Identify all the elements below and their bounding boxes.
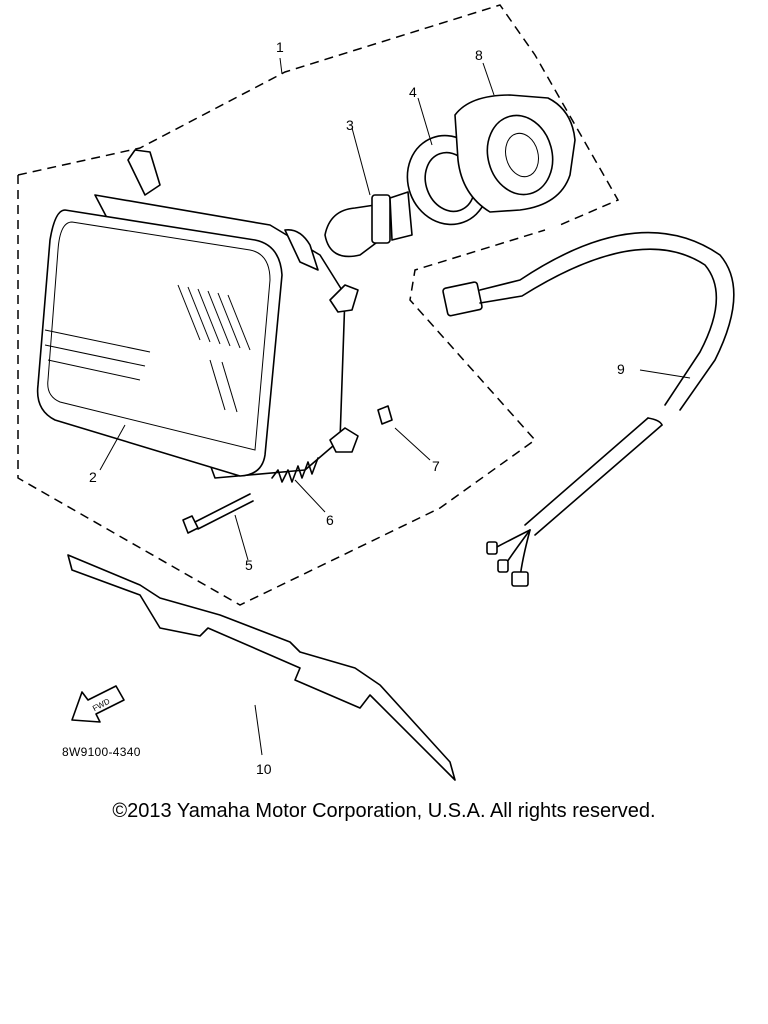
- callout-2: 2: [89, 469, 97, 485]
- callout-9: 9: [617, 361, 625, 377]
- callout-10: 10: [256, 761, 272, 777]
- drawing-number: 8W9100-4340: [62, 745, 141, 759]
- callout-8: 8: [475, 47, 483, 63]
- wire-harness-9: [442, 231, 735, 587]
- callout-4: 4: [409, 84, 417, 100]
- assembly-boundary-1: [17, 4, 620, 606]
- clip-7: [377, 405, 431, 461]
- front-arrow-icon: FWD: [71, 685, 125, 723]
- spring-6: [271, 457, 326, 513]
- bulb-3: [324, 127, 413, 258]
- bolt-5: [182, 493, 254, 561]
- parts-diagram: FWD 1 2 3 4 5 6 7 8 9 10 8W9100-4340: [17, 4, 735, 781]
- plate-10: [67, 554, 456, 781]
- callout-7: 7: [432, 458, 440, 474]
- copyright-notice: ©2013 Yamaha Motor Corporation, U.S.A. A…: [112, 800, 656, 822]
- rubber-cover-8: [454, 62, 576, 213]
- callout-3: 3: [346, 117, 354, 133]
- callout-1: 1: [276, 39, 284, 55]
- headlight-unit-2: [36, 149, 359, 479]
- callout-5: 5: [245, 557, 253, 573]
- callout-6: 6: [326, 512, 334, 528]
